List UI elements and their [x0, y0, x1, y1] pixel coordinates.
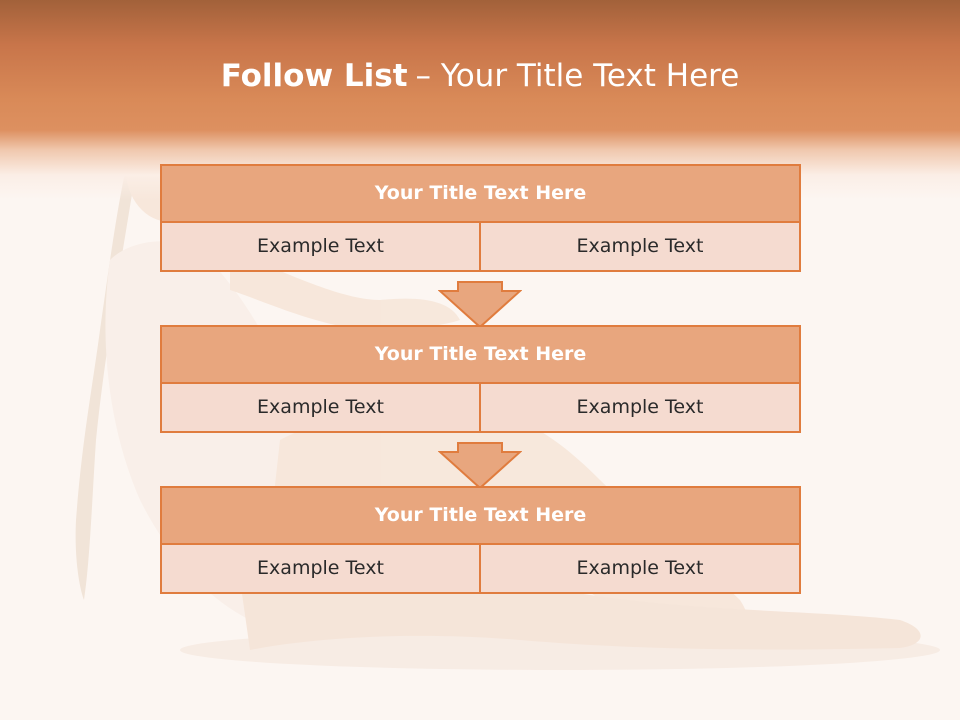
block-title: Your Title Text Here — [160, 486, 801, 545]
block-cell-left: Example Text — [160, 221, 481, 272]
block-title: Your Title Text Here — [160, 325, 801, 384]
block-cell-right: Example Text — [479, 382, 801, 433]
block-cell-left: Example Text — [160, 382, 481, 433]
block-cell-left: Example Text — [160, 543, 481, 594]
down-arrow-icon — [438, 442, 522, 490]
block-cell-right: Example Text — [479, 221, 801, 272]
slide-title-bold: Follow List — [220, 58, 408, 94]
slide-title: Follow List– Your Title Text Here — [0, 52, 960, 100]
down-arrow-icon — [438, 281, 522, 329]
list-block-3: Your Title Text Here Example Text Exampl… — [160, 486, 801, 594]
block-title: Your Title Text Here — [160, 164, 801, 223]
list-block-2: Your Title Text Here Example Text Exampl… — [160, 325, 801, 433]
list-block-1: Your Title Text Here Example Text Exampl… — [160, 164, 801, 272]
slide-title-rest: – Your Title Text Here — [415, 58, 740, 94]
block-cell-right: Example Text — [479, 543, 801, 594]
